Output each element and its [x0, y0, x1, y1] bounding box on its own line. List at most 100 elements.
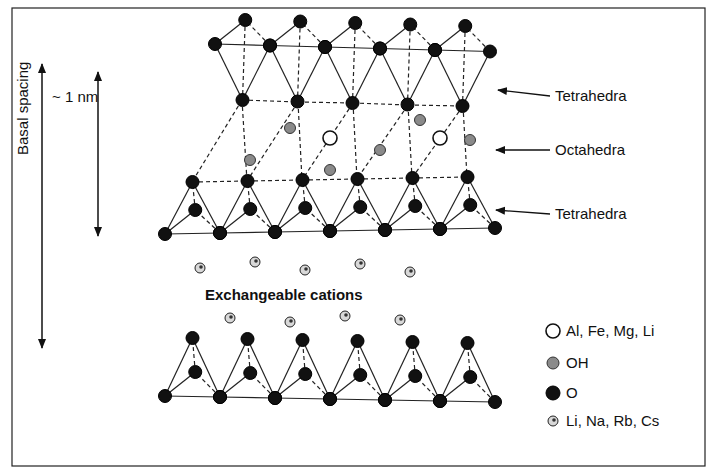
bond — [215, 44, 243, 100]
bond — [330, 230, 385, 231]
oxygen-atom — [209, 38, 222, 51]
exchangeable-cation — [250, 257, 260, 267]
oxygen-atom — [379, 394, 392, 407]
oxygen-atom — [159, 228, 172, 241]
bond — [440, 343, 468, 401]
oxygen-atom — [299, 202, 312, 215]
oxygen-atom — [189, 204, 202, 217]
bond — [220, 397, 275, 398]
exchangeable-cation-core — [409, 269, 413, 273]
bond — [463, 52, 491, 107]
bond — [357, 105, 408, 179]
oxygen-atom — [434, 223, 447, 236]
bond — [412, 177, 467, 178]
bond — [380, 49, 435, 51]
dimension-label: ~ 1 nm — [52, 88, 98, 105]
leader-line — [498, 90, 550, 96]
bond — [330, 399, 385, 400]
oxygen-atom — [324, 225, 337, 238]
exchangeable-cation — [340, 311, 350, 321]
bond — [298, 22, 301, 102]
octahedral-cation — [323, 131, 337, 145]
bond — [220, 181, 248, 233]
oxygen-atom — [464, 199, 477, 212]
oxygen-atom — [264, 39, 277, 52]
oxygen-atom — [186, 176, 199, 189]
bond — [330, 341, 358, 399]
oxygen-atom — [239, 14, 252, 27]
leader-line — [496, 149, 550, 150]
oxygen-atom — [324, 225, 337, 238]
oxygen-atom — [401, 98, 414, 111]
octahedral-cation — [433, 131, 447, 145]
hydroxyl-atom — [285, 123, 296, 134]
bond — [408, 105, 463, 106]
bond — [408, 50, 436, 105]
bond — [275, 180, 303, 232]
oxygen-atom — [214, 227, 227, 240]
bond — [440, 228, 495, 229]
bond — [220, 232, 275, 233]
oxygen-atom — [434, 395, 447, 408]
oxygen-atom — [461, 337, 474, 350]
oxygen-atom — [346, 97, 359, 110]
oxygen-atom — [484, 45, 497, 58]
bond — [353, 103, 357, 179]
exchangeable-cation-core — [344, 313, 348, 317]
oxygen-atom — [264, 39, 277, 52]
oxygen-atom — [214, 391, 227, 404]
oxygen-atom — [214, 227, 227, 240]
bond — [435, 50, 463, 106]
bond — [165, 182, 193, 234]
oxygen-atom — [269, 226, 282, 239]
bond — [242, 100, 298, 102]
bond — [302, 179, 357, 180]
hydroxyl-atom — [245, 155, 256, 166]
oxygen-atom — [456, 100, 469, 113]
oxygen-atom — [374, 42, 387, 55]
oxygen-atom — [186, 332, 199, 345]
oxygen-atom — [159, 390, 172, 403]
bond — [220, 339, 248, 397]
exchangeable-cation-core — [199, 265, 203, 269]
bond — [215, 44, 270, 46]
exchangeable-cation-core — [289, 319, 293, 323]
exchangeable-cation — [405, 267, 415, 277]
legend-symbol — [546, 324, 560, 338]
oxygen-atom — [406, 172, 419, 185]
bond — [192, 181, 247, 182]
oxygen-atom — [434, 395, 447, 408]
oxygen-atom — [461, 171, 474, 184]
exchangeable-cation-core — [254, 259, 258, 263]
layer-label: Octahedra — [555, 141, 625, 158]
bond — [192, 100, 242, 182]
bond — [298, 102, 302, 180]
legend-symbols — [546, 324, 560, 426]
bond — [242, 100, 247, 181]
exchangeable-cation — [395, 315, 405, 325]
bond — [165, 338, 193, 396]
hydroxyl-atom — [375, 145, 386, 156]
bond — [243, 46, 271, 101]
bond — [275, 231, 330, 232]
oxygen-atom — [241, 175, 254, 188]
oxygen-atom — [269, 226, 282, 239]
exchangeable-cation — [225, 313, 235, 323]
oxygen-atom — [269, 392, 282, 405]
oxygen-atom — [294, 15, 307, 28]
hydroxyl-atom — [325, 165, 336, 176]
region-label: Exchangeable cations — [205, 286, 363, 303]
exchangeable-cation-core — [359, 261, 363, 265]
exchangeable-cation — [300, 265, 310, 275]
oxygen-atom — [241, 333, 254, 346]
oxygen-atom — [269, 392, 282, 405]
bond — [275, 398, 330, 399]
oxygen-atom — [409, 200, 422, 213]
bond — [298, 102, 353, 103]
oxygen-atom — [324, 393, 337, 406]
oxygen-atom — [429, 44, 442, 57]
bond — [330, 179, 358, 231]
bond — [463, 26, 466, 106]
oxygen-atom — [379, 224, 392, 237]
